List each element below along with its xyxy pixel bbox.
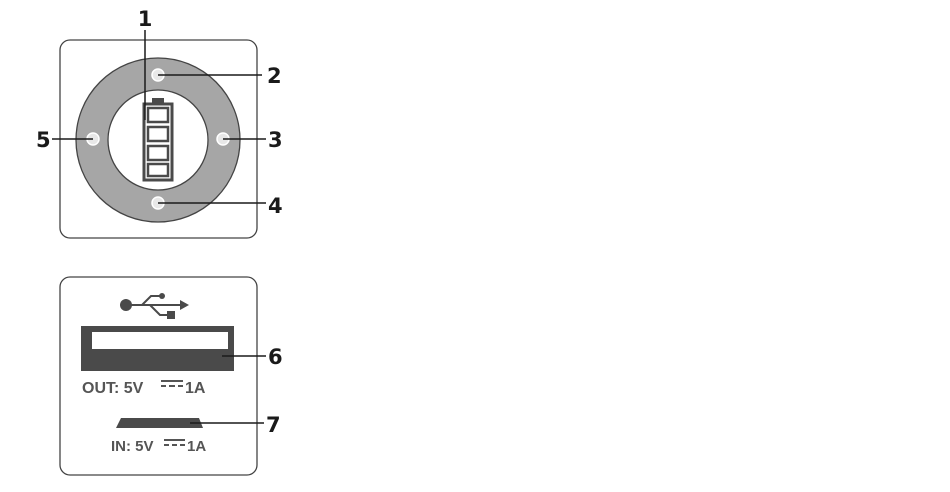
callout-1: 1: [138, 7, 153, 31]
callout-6: 6: [268, 345, 283, 369]
callout-7: 7: [266, 413, 281, 437]
out-port-current: 1A: [185, 380, 206, 397]
ports-panel-frame: [60, 277, 257, 475]
callout-5: 5: [36, 128, 51, 152]
usb-out-port: [81, 326, 234, 371]
callout-4: 4: [268, 194, 283, 218]
micro-usb-in-port: [116, 418, 203, 428]
in-port-current: 1A: [187, 438, 206, 455]
indicator-panel: 1 2 3 4 5: [36, 7, 283, 238]
callout-2: 2: [267, 64, 282, 88]
battery-icon: [144, 98, 172, 180]
ports-panel: OUT: 5V 1A IN: 5V 1A 6 7: [60, 277, 283, 475]
in-port-label: IN: 5V: [111, 438, 154, 455]
callout-3: 3: [268, 128, 283, 152]
out-port-label: OUT: 5V: [82, 380, 144, 397]
